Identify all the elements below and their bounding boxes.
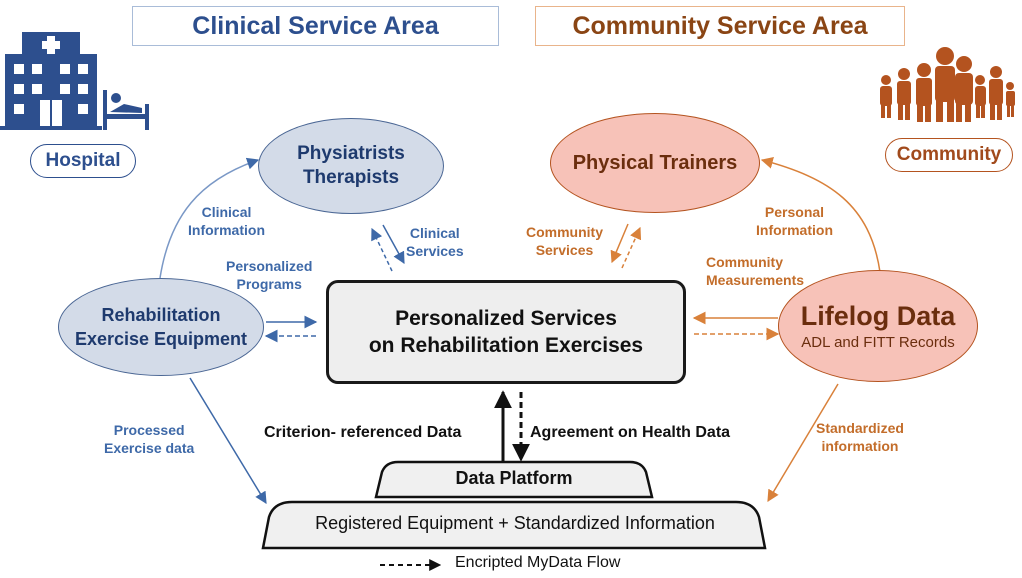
physiatrists-line2: Therapists xyxy=(302,167,400,188)
programs-line2: Programs xyxy=(236,276,302,292)
processed-exercise-data-label: Processed Exercise data xyxy=(104,421,194,457)
community-meas-line2: Measurements xyxy=(706,272,805,288)
arrow-clinical-services-down xyxy=(382,224,405,265)
data-platform-label: Data Platform xyxy=(455,468,573,488)
physiatrists-line1: Physiatrists xyxy=(297,143,405,164)
patient-bed-icon xyxy=(103,90,149,130)
arrow-community-services-down xyxy=(610,223,629,264)
personalized-programs-label: Personalized Programs xyxy=(226,257,312,293)
legend-encrypted-mydata-flow: Encripted MyData Flow xyxy=(455,554,621,571)
community-services-line1: Community xyxy=(526,224,603,240)
rehab-line2: Exercise Equipment xyxy=(74,329,248,349)
registered-base-shape xyxy=(261,500,767,550)
processed-line2: Exercise data xyxy=(104,440,195,456)
arrow-processed-data xyxy=(189,377,267,505)
personalized-services-box: Personalized Services on Rehabilitation … xyxy=(326,280,686,384)
arrow-rehab-to-physiatrists xyxy=(159,157,260,279)
personal-info-line2: Information xyxy=(756,222,833,238)
personal-info-line1: Personal xyxy=(764,204,825,220)
processed-line1: Processed xyxy=(113,422,185,438)
arrow-standardized-info xyxy=(767,383,839,503)
clinical-information-label: Clinical Information xyxy=(188,203,265,239)
criterion-referenced-data-label: Criterion- referenced Data xyxy=(264,424,462,441)
clinical-services-label: Clinical Services xyxy=(406,224,464,260)
hospital-building-icon xyxy=(0,32,102,130)
rehab-line1: Rehabilitation xyxy=(101,305,221,325)
community-service-area-header: Community Service Area xyxy=(535,6,905,46)
clinical-services-line1: Clinical xyxy=(409,225,460,241)
physical-trainers-node: Physical Trainers xyxy=(550,113,760,213)
registered-equipment-label: Registered Equipment + Standardized Info… xyxy=(315,513,715,533)
clinical-info-line1: Clinical xyxy=(201,204,252,220)
personal-information-label: Personal Information xyxy=(756,203,833,239)
clinical-info-line2: Information xyxy=(188,222,265,238)
arrow-community-services-up xyxy=(621,226,642,269)
lifelog-data-node: Lifelog Data ADL and FITT Records xyxy=(778,270,978,382)
programs-line1: Personalized xyxy=(226,258,313,274)
arrow-lifelog-to-trainers xyxy=(760,156,881,273)
standardized-line2: information xyxy=(821,438,899,454)
hospital-label: Hospital xyxy=(30,144,136,178)
center-line2: on Rehabilitation Exercises xyxy=(368,334,644,357)
trainers-label: Physical Trainers xyxy=(572,151,738,174)
community-label: Community xyxy=(885,138,1013,172)
community-services-label: Community Services xyxy=(526,223,603,259)
standardized-information-label: Standardized information xyxy=(816,419,904,455)
community-services-line2: Services xyxy=(535,242,594,258)
physiatrists-therapists-node: Physiatrists Therapists xyxy=(258,118,444,214)
community-measurements-label: Community Measurements xyxy=(706,253,804,289)
arrow-clinical-services-up xyxy=(371,227,393,272)
data-platform-shape xyxy=(374,460,654,499)
lifelog-subtitle: ADL and FITT Records xyxy=(801,334,955,351)
center-line1: Personalized Services xyxy=(395,307,617,330)
lifelog-title: Lifelog Data xyxy=(800,301,956,331)
family-group-icon xyxy=(880,47,1015,122)
community-meas-line1: Community xyxy=(706,254,783,270)
clinical-service-area-header: Clinical Service Area xyxy=(132,6,499,46)
rehab-equipment-node: Rehabilitation Exercise Equipment xyxy=(58,278,264,376)
agreement-health-data-label: Agreement on Health Data xyxy=(530,424,731,441)
clinical-services-line2: Services xyxy=(406,243,464,259)
standardized-line1: Standardized xyxy=(816,420,904,436)
